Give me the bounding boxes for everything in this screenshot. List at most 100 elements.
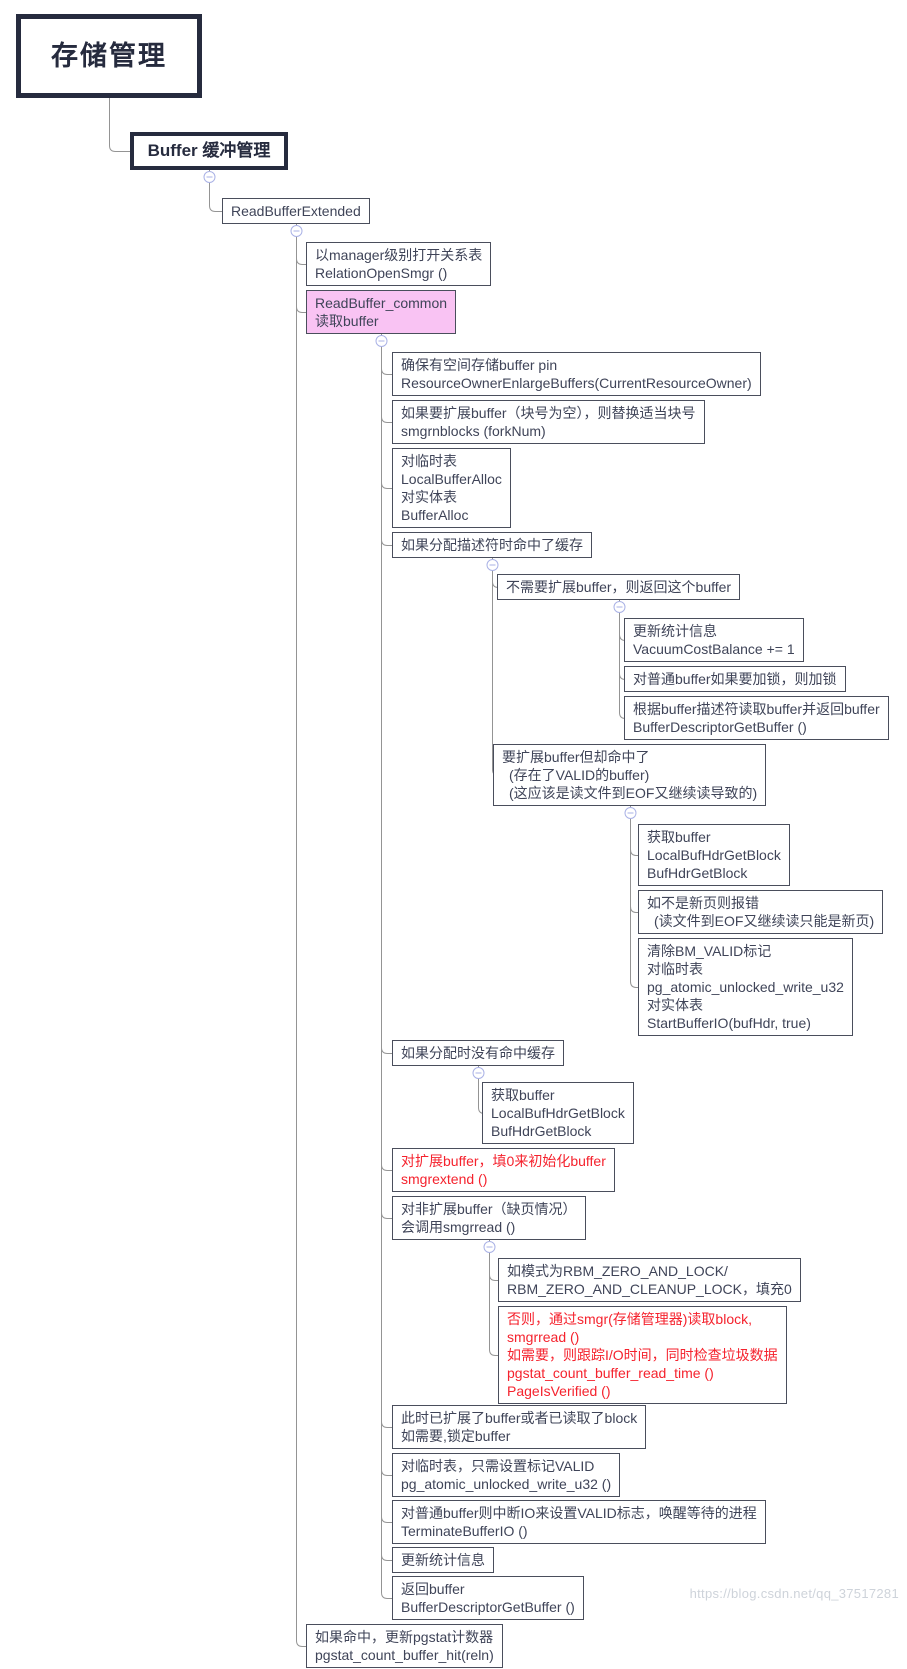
- node-extend-hit-line: (存在了VALID的buffer): [509, 767, 650, 783]
- connector-line: [109, 98, 130, 152]
- node-temp-table-line: 对实体表: [401, 489, 457, 505]
- connector-line: [381, 1421, 392, 1428]
- node-not-new-page-line: 如不是新页则报错: [647, 895, 759, 911]
- node-normal-io-line: 对普通buffer则中断IO来设置VALID标志，唤醒等待的进程: [401, 1505, 757, 1521]
- node-extend-hit[interactable]: 要扩展buffer但却命中了 (存在了VALID的buffer) (这应该是读文件到…: [493, 744, 767, 806]
- node-buffer[interactable]: Buffer 缓冲管理: [130, 132, 288, 170]
- collapse-minus-icon[interactable]: [472, 1067, 485, 1079]
- connector-line: [381, 539, 392, 546]
- node-hit-pgstat-line: 如果命中，更新pgstat计数器: [315, 1629, 494, 1645]
- node-extend-hit-line: (这应该是读文件到EOF又继续读导致的): [509, 785, 758, 801]
- collapse-minus-icon[interactable]: [483, 1241, 496, 1253]
- node-ret-buffer-line: BufferDescriptorGetBuffer (): [401, 1599, 575, 1615]
- node-root-line: 存储管理: [51, 41, 167, 71]
- node-no-hit[interactable]: 如果分配时没有命中缓存: [392, 1040, 564, 1066]
- node-rbm-mode[interactable]: 如模式为RBM_ZERO_AND_LOCK/RBM_ZERO_AND_CLEAN…: [498, 1258, 801, 1302]
- node-temp-table-line: BufferAlloc: [401, 507, 469, 523]
- node-get-buffer1-line: 获取buffer: [647, 829, 711, 845]
- node-upd-stats1-line: VacuumCostBalance += 1: [633, 641, 795, 657]
- node-upd-stats2-line: 更新统计信息: [401, 1552, 485, 1568]
- node-get-by-desc-line: 根据buffer描述符读取buffer并返回buffer: [633, 701, 880, 717]
- node-normal-io-line: TerminateBufferIO (): [401, 1523, 528, 1539]
- node-get-buffer1-line: BufHdrGetBlock: [647, 865, 748, 881]
- node-temp-table-line: 对临时表: [401, 453, 457, 469]
- node-clear-valid-line: 对实体表: [647, 997, 703, 1013]
- connector-line: [296, 236, 306, 1647]
- node-red-else-line: pgstat_count_buffer_read_time (): [507, 1365, 714, 1381]
- node-get-buffer2-line: LocalBufHdrGetBlock: [491, 1105, 625, 1121]
- node-open-smgr[interactable]: 以manager级别打开关系表 RelationOpenSmgr (): [306, 242, 492, 286]
- node-red-extend-line: 对扩展buffer，填0来初始化buffer: [401, 1153, 606, 1169]
- node-ensure-line: 确保有空间存储buffer pin: [401, 357, 558, 373]
- node-normal-io[interactable]: 对普通buffer则中断IO来设置VALID标志，唤醒等待的进程 Terminat…: [392, 1500, 766, 1544]
- node-open-smgr-line: RelationOpenSmgr (): [315, 265, 448, 281]
- node-red-extend-line: smgrextend (): [401, 1171, 488, 1187]
- node-get-buffer1-line: LocalBufHdrGetBlock: [647, 847, 781, 863]
- connector-line: [381, 416, 392, 423]
- connector-line: [381, 368, 392, 375]
- node-no-extend[interactable]: 不需要扩展buffer，则返回这个buffer: [497, 574, 741, 600]
- collapse-minus-icon[interactable]: [613, 601, 626, 613]
- connector-line: [381, 1212, 392, 1219]
- node-common-line: 读取buffer: [315, 313, 379, 329]
- node-ret-buffer-line: 返回buffer: [401, 1581, 465, 1597]
- node-upd-stats2[interactable]: 更新统计信息: [392, 1547, 494, 1573]
- node-red-else[interactable]: 否则，通过smgr(存储管理器)读取block,smgrread ()如需要，则…: [498, 1306, 787, 1404]
- node-non-extend-line: 会调用smgrread (): [401, 1219, 516, 1235]
- node-hit-pgstat-line: pgstat_count_buffer_hit(reln): [315, 1647, 494, 1663]
- connector-line: [381, 346, 392, 1599]
- node-not-new-page[interactable]: 如不是新页则报错 (读文件到EOF又继续读只能是新页): [638, 890, 884, 934]
- connector-line: [381, 1516, 392, 1523]
- node-non-extend-line: 对非扩展buffer（缺页情况）: [401, 1201, 577, 1217]
- node-lock-normal-line: 对普通buffer如果要加锁，则加锁: [633, 671, 837, 687]
- node-now-done-line: 此时已扩展了buffer或者已读取了block: [401, 1410, 638, 1426]
- connector-line: [630, 818, 638, 988]
- node-root[interactable]: 存储管理: [16, 14, 202, 98]
- collapse-minus-icon[interactable]: [203, 171, 216, 183]
- node-get-buffer2-line: BufHdrGetBlock: [491, 1123, 592, 1139]
- node-lock-normal[interactable]: 对普通buffer如果要加锁，则加锁: [624, 666, 846, 692]
- node-temp-valid-line: pg_atomic_unlocked_write_u32 (): [401, 1476, 612, 1492]
- node-non-extend[interactable]: 对非扩展buffer（缺页情况） 会调用smgrread (): [392, 1196, 586, 1240]
- connector-line: [630, 906, 638, 913]
- node-hit-desc[interactable]: 如果分配描述符时命中了缓存: [392, 532, 592, 558]
- collapse-minus-icon[interactable]: [375, 335, 388, 347]
- node-red-extend[interactable]: 对扩展buffer，填0来初始化buffer smgrextend (): [392, 1148, 615, 1192]
- node-rbm-mode-line: 如模式为RBM_ZERO_AND_LOCK/: [507, 1263, 728, 1279]
- node-not-new-page-line: (读文件到EOF又继续读只能是新页): [654, 913, 875, 929]
- watermark: https://blog.csdn.net/qq_37517281: [689, 1586, 899, 1601]
- node-rbe-line: ReadBufferExtended: [231, 203, 361, 219]
- collapse-minus-icon[interactable]: [290, 225, 303, 237]
- node-open-smgr-line: 以manager级别打开关系表: [315, 247, 483, 263]
- connector-line: [630, 849, 638, 856]
- node-rbm-mode-line: RBM_ZERO_AND_CLEANUP_LOCK，填充0: [507, 1281, 792, 1297]
- node-rbe[interactable]: ReadBufferExtended: [222, 198, 370, 224]
- node-red-else-line: 否则，通过smgr(存储管理器)读取block,: [507, 1311, 753, 1327]
- collapse-minus-icon[interactable]: [624, 807, 637, 819]
- node-no-extend-line: 不需要扩展buffer，则返回这个buffer: [506, 579, 732, 595]
- node-now-done-line: 如需要,锁定buffer: [401, 1428, 511, 1444]
- node-hit-pgstat[interactable]: 如果命中，更新pgstat计数器 pgstat_count_buffer_hit(…: [306, 1624, 503, 1668]
- collapse-minus-icon[interactable]: [486, 559, 499, 571]
- node-ensure-line: ResourceOwnerEnlargeBuffers(CurrentResou…: [401, 375, 752, 391]
- node-now-done[interactable]: 此时已扩展了buffer或者已读取了block 如需要,锁定buffer: [392, 1405, 647, 1449]
- connector-line: [381, 1469, 392, 1476]
- node-no-hit-line: 如果分配时没有命中缓存: [401, 1045, 555, 1061]
- connector-line: [381, 1554, 392, 1561]
- node-extend-hit-line: 要扩展buffer但却命中了: [502, 749, 650, 765]
- node-hit-desc-line: 如果分配描述符时命中了缓存: [401, 537, 583, 553]
- node-get-buffer2-line: 获取buffer: [491, 1087, 555, 1103]
- node-clear-valid-line: pg_atomic_unlocked_write_u32: [647, 979, 844, 995]
